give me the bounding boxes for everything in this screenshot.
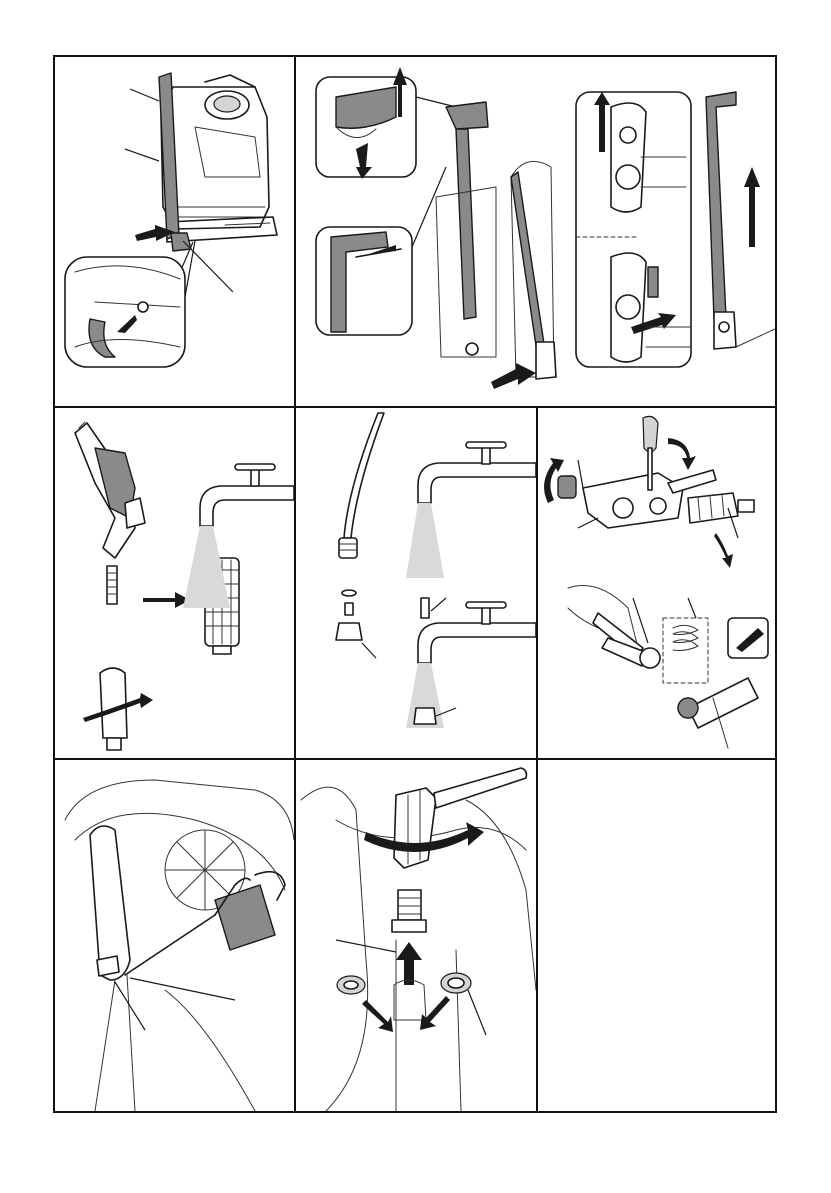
panel-nozzle-disassembly bbox=[538, 408, 775, 758]
rotate-arrow-icon bbox=[668, 438, 696, 470]
detail-inset-icon bbox=[576, 92, 691, 367]
panel-pump-lever-lubrication bbox=[55, 760, 294, 1111]
lance-icon bbox=[339, 413, 384, 558]
bracket-icon bbox=[436, 102, 496, 357]
grease-tube-icon bbox=[728, 618, 768, 658]
wrench-icon bbox=[394, 768, 526, 868]
valve-icon bbox=[392, 890, 426, 932]
panel-handle-bracket-disassembly bbox=[296, 57, 775, 406]
nozzle-icon bbox=[414, 708, 436, 724]
panel-empty bbox=[538, 760, 775, 1111]
panel-valve-wrench-replacement bbox=[296, 760, 536, 1111]
faucet-icon bbox=[406, 602, 536, 728]
top-inset-icon bbox=[316, 67, 416, 179]
spring-icon bbox=[663, 618, 708, 683]
pump-lever-icon bbox=[90, 826, 135, 1111]
pliers-icon bbox=[568, 586, 660, 669]
bottom-inset-icon bbox=[316, 227, 412, 335]
faucet-icon bbox=[406, 442, 536, 578]
nozzle-icon bbox=[336, 623, 362, 640]
illustration-grid bbox=[53, 55, 777, 1113]
magnifier-inset-icon bbox=[65, 257, 185, 367]
o-ring-icon bbox=[441, 973, 471, 993]
nozzle-parts-icon bbox=[336, 590, 362, 640]
o-ring-icon bbox=[337, 976, 365, 994]
panel-spray-gun-filter bbox=[55, 408, 294, 758]
grip-icon bbox=[688, 493, 754, 523]
filter-icon bbox=[107, 566, 117, 604]
panel-sprayer-handle-removal bbox=[55, 57, 294, 406]
spray-gun-icon bbox=[75, 422, 145, 558]
valve-assembly-icon bbox=[678, 678, 758, 748]
handle-tall-icon bbox=[706, 92, 775, 349]
panel-lance-nozzle-cleaning bbox=[296, 408, 536, 758]
handle-grip-icon bbox=[83, 668, 153, 750]
pin-icon bbox=[648, 267, 658, 297]
up-arrow-icon bbox=[744, 167, 760, 247]
nozzle-cap-icon bbox=[544, 458, 576, 503]
sprayer-side-icon bbox=[491, 161, 556, 389]
